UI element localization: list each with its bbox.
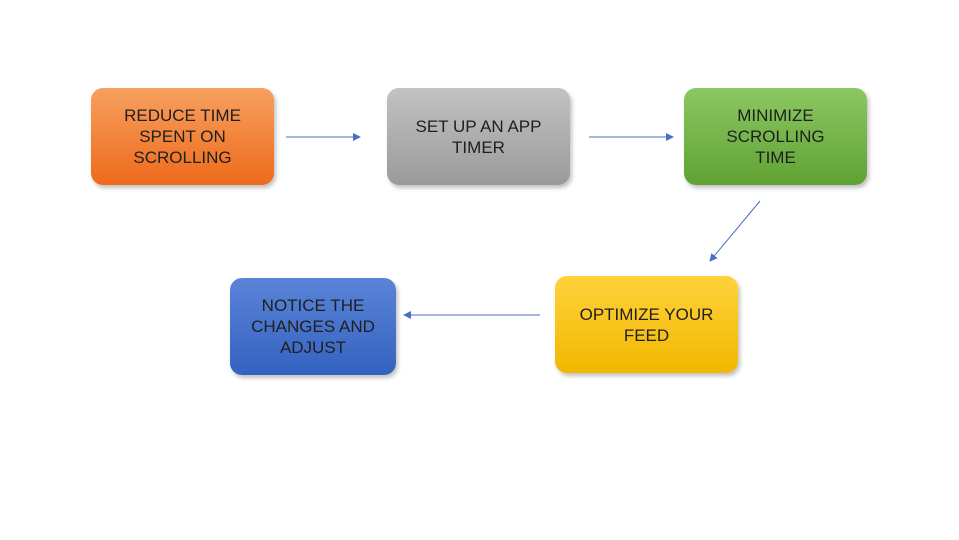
- node-reduce-time: REDUCE TIME SPENT ON SCROLLING: [91, 88, 274, 185]
- node-optimize-feed: OPTIMIZE YOUR FEED: [555, 276, 738, 373]
- arrow-minimize-to-optimize: [709, 200, 761, 262]
- node-notice-changes: NOTICE THE CHANGES AND ADJUST: [230, 278, 396, 375]
- node-app-timer: SET UP AN APP TIMER: [387, 88, 570, 185]
- node-minimize-time: MINIMIZE SCROLLING TIME: [684, 88, 867, 185]
